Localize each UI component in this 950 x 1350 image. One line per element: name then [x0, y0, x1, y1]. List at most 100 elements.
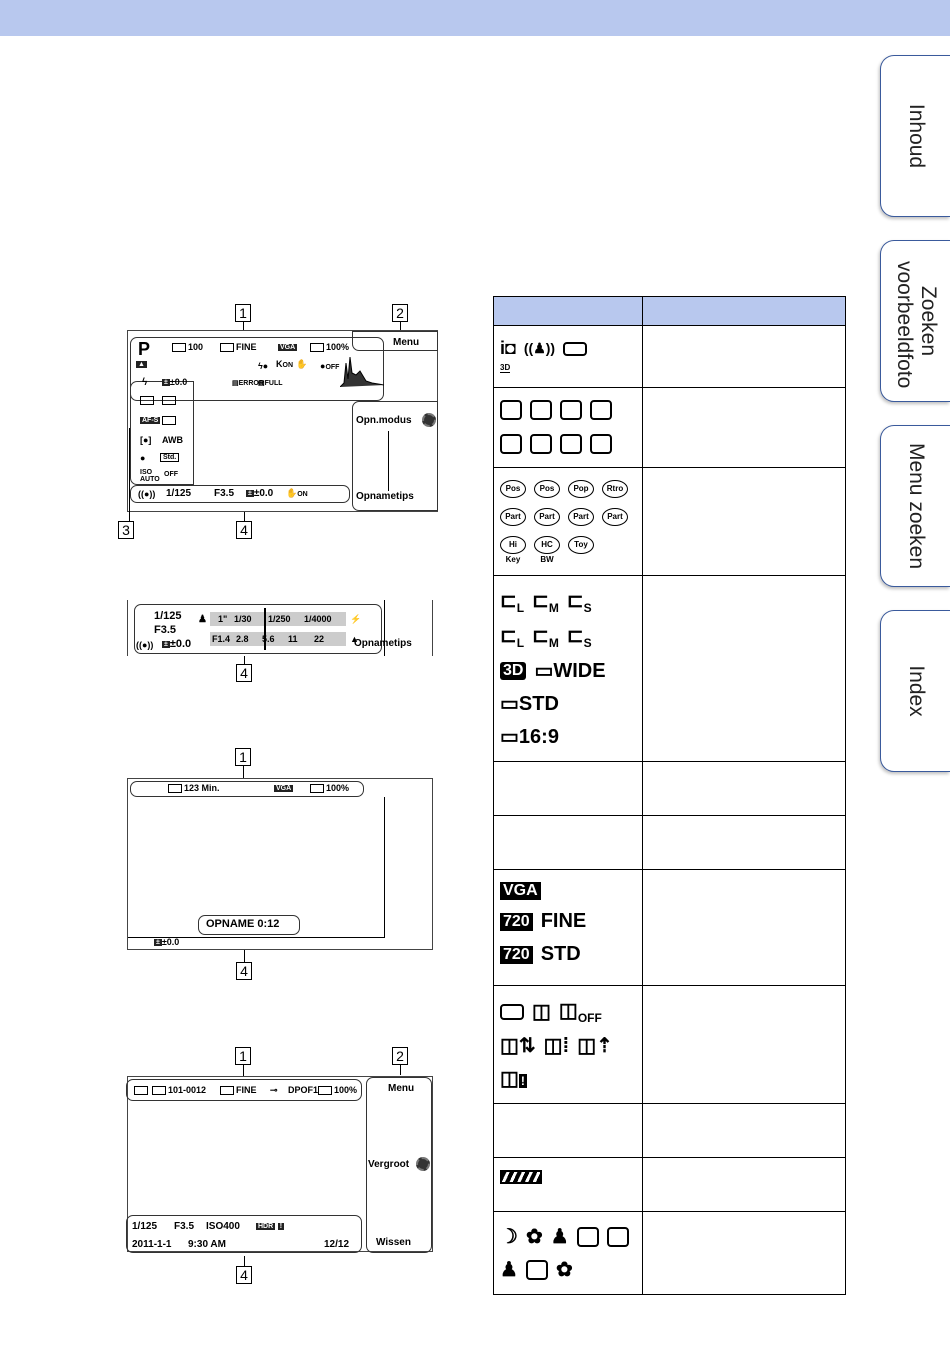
shot-count: 100	[172, 342, 203, 353]
night-scene-icon: ☽	[500, 1226, 518, 1248]
wide-s-icon: ⊏S	[566, 625, 592, 650]
table-cell-desc	[642, 1211, 846, 1295]
tab-inhoud[interactable]: Inhoud	[880, 55, 950, 217]
tab-index[interactable]: Index	[880, 610, 950, 772]
wide-l-icon: ⊏L	[500, 625, 525, 650]
table-row	[493, 387, 846, 468]
af-s-icon: AF-S	[140, 417, 161, 425]
frame-count: 12/12	[324, 1239, 350, 1250]
mode-p: P	[138, 339, 151, 359]
guide-aperture: F3.5	[154, 624, 177, 636]
face-detect-on: KON	[276, 359, 293, 369]
wissen-label[interactable]: Wissen	[376, 1237, 411, 1248]
control-wheel-icon[interactable]	[416, 1157, 430, 1171]
play-card-icon	[134, 1085, 150, 1096]
pano-169-icon: ▭16:9	[500, 726, 559, 748]
guide-opnametips[interactable]: Opnametips	[354, 638, 412, 649]
area-4-box	[130, 485, 350, 503]
play-date: 2011-1-1	[132, 1239, 172, 1250]
opnametips-label[interactable]: Opnametips	[356, 491, 414, 502]
scene-icons	[493, 387, 643, 468]
battery-icon	[318, 1086, 332, 1096]
mic-off-icon: ●OFF	[320, 361, 340, 371]
table-cell	[493, 761, 643, 816]
callout-line	[243, 766, 244, 778]
tab-menu-zoeken[interactable]: Menu zoeken	[880, 425, 950, 587]
area-4-guide-box	[134, 604, 382, 654]
aperture: F3.5	[214, 488, 235, 499]
scale-marker	[264, 608, 266, 650]
table-row	[493, 761, 846, 816]
wifi-card-icon: ◫	[532, 1001, 551, 1023]
tab-zoeken-voorbeeldfoto[interactable]: Zoeken voorbeeldfoto	[880, 240, 950, 402]
histogram	[340, 356, 384, 387]
mountain-icon: ▲	[350, 634, 359, 644]
running-icon: ⚡	[350, 614, 362, 624]
table-row: ☽✿♟ ♟✿	[493, 1211, 846, 1295]
callout-line	[243, 1065, 244, 1077]
table-cell-desc	[642, 325, 846, 388]
guide-wave-icon: ((●))	[136, 640, 154, 650]
creative-style-std: Std.	[160, 453, 180, 462]
movie-time: 123 Min.	[168, 783, 220, 794]
callout-4c: 4	[236, 962, 252, 980]
play-menu[interactable]: Menu	[388, 1083, 415, 1094]
macro-icon: ✿	[555, 1259, 573, 1281]
movie-screen: 123 Min. VGA 100% OPNAME 0:12 ±±0.0	[127, 778, 433, 950]
movie-battery: 100%	[310, 783, 349, 794]
memory-card-icon	[500, 1003, 524, 1020]
control-wheel-icon[interactable]	[422, 413, 436, 427]
flash-mode-icon: ϟ	[142, 377, 148, 388]
callout-line	[244, 656, 245, 664]
movie-ev: ±±0.0	[154, 937, 180, 947]
wifi-off-icon: ◫OFF	[558, 1000, 602, 1025]
playback-screen: 101-0012 FINE ⊸ DPOF1 100% Menu Vergroot…	[126, 1076, 433, 1253]
callout-3: 3	[118, 521, 134, 539]
image-size-icon	[220, 1086, 234, 1096]
table-cell-desc	[642, 1103, 846, 1158]
table-row: i◘((♟)) 3D	[493, 325, 846, 388]
memory-card-icon	[168, 784, 182, 794]
divider	[128, 937, 385, 938]
recording-screen-still: P 100 FINE VGA 100% Menu ▲ ϟ● KON ✋ ●OFF…	[127, 330, 438, 512]
callout-line	[400, 1065, 401, 1075]
table-cell-desc	[642, 869, 846, 986]
callout-line	[129, 428, 130, 522]
play-iso: ISO400	[206, 1221, 240, 1232]
table-row	[493, 1157, 846, 1212]
wifi-upload-icon: ◫⇡	[577, 1035, 613, 1057]
menu-label[interactable]: Menu	[393, 337, 420, 348]
wide-m-icon: ⊏M	[532, 625, 559, 650]
awb: AWB	[162, 435, 183, 445]
memory-card-icon	[172, 343, 186, 353]
flash-icon: ϟ●	[258, 361, 269, 371]
steadyshot-on: ✋ON	[286, 488, 308, 498]
play-quality: FINE	[220, 1085, 257, 1096]
callout-1b: 1	[235, 748, 251, 766]
steady-wave-icon: ((●))	[138, 489, 156, 499]
table-cell-desc	[642, 815, 846, 870]
s2: 1/30	[234, 614, 252, 624]
dro-icon: ●	[140, 453, 146, 463]
play-shutter: 1/125	[132, 1221, 158, 1232]
battery-icon-cell	[493, 1157, 643, 1212]
quality: FINE	[220, 342, 257, 353]
metering-icon	[162, 395, 178, 406]
table-header	[493, 296, 846, 326]
s1: 1"	[218, 614, 228, 624]
vergroot-label[interactable]: Vergroot	[368, 1159, 410, 1170]
vga-badge: VGA	[278, 344, 298, 352]
s4: 1/4000	[304, 614, 332, 624]
callout-2: 2	[392, 304, 408, 322]
iso-auto: ISO AUTO	[140, 469, 160, 483]
wifi-error-icon: ◫!	[500, 1068, 527, 1090]
table-cell	[493, 815, 643, 870]
opn-modus-label[interactable]: Opn.modus	[356, 415, 412, 426]
table-cell-desc	[642, 761, 846, 816]
opname-box	[198, 915, 300, 935]
table-cell-desc	[642, 575, 846, 762]
movie-area-1-box	[130, 781, 364, 797]
